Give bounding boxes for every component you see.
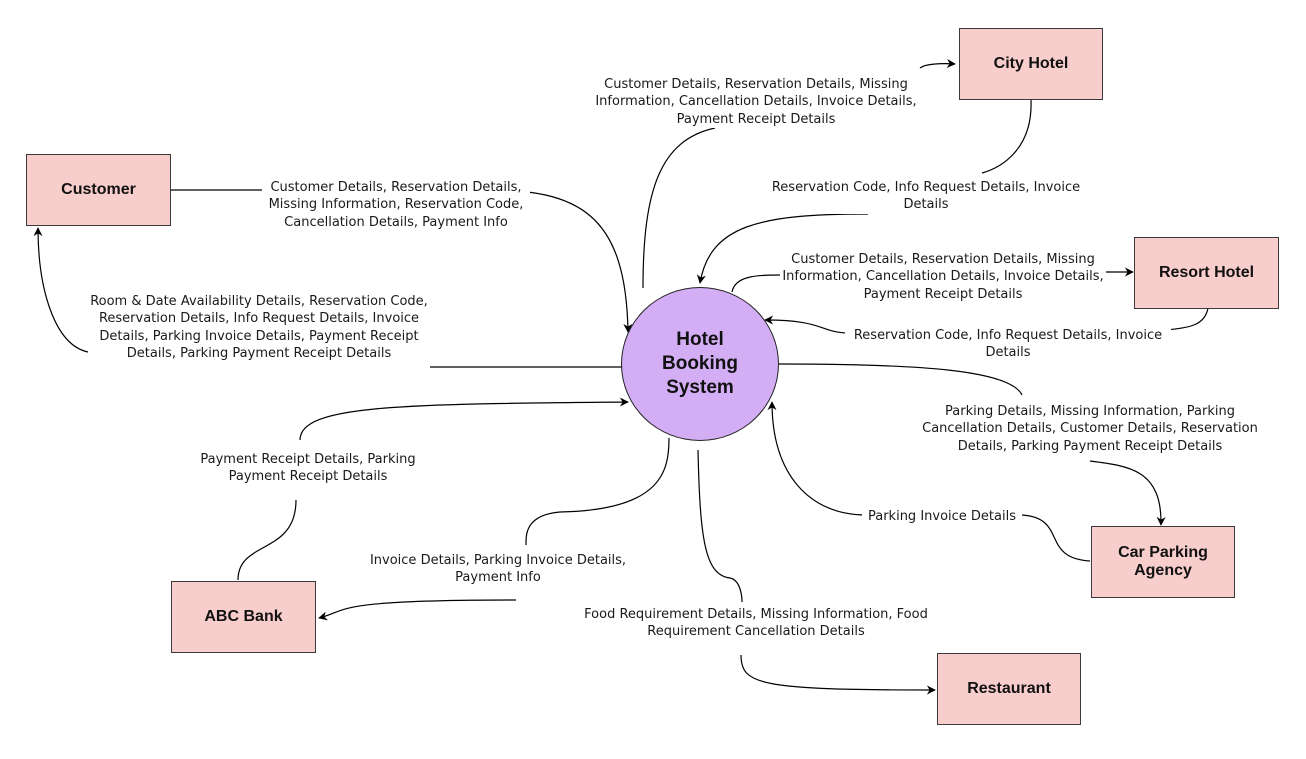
label-resort-hotel-to-system: Reservation Code, Info Request Details, …: [845, 327, 1171, 362]
label-system-to-customer: Room & Date Availability Details, Reserv…: [88, 293, 430, 363]
edge-car-parking-to-system: [772, 402, 1091, 562]
edge-system-to-customer: [38, 228, 622, 368]
edge-city-hotel-to-system: [700, 99, 1032, 283]
restaurant-entity[interactable]: Restaurant: [937, 653, 1081, 725]
abc-bank-entity[interactable]: ABC Bank: [171, 581, 316, 653]
resort-hotel-entity[interactable]: Resort Hotel: [1134, 237, 1279, 309]
city-hotel-entity[interactable]: City Hotel: [959, 28, 1103, 100]
hotel-booking-system-process[interactable]: Hotel Booking System: [621, 287, 779, 441]
label-system-to-bank: Invoice Details, Parking Invoice Details…: [362, 552, 634, 587]
label-system-to-restaurant: Food Requirement Details, Missing Inform…: [578, 606, 934, 641]
label-bank-to-system: Payment Receipt Details, Parking Payment…: [196, 451, 420, 486]
edge-system-to-restaurant: [697, 449, 935, 690]
edge-bank-to-system: [237, 402, 628, 581]
car-parking-agency-entity[interactable]: Car Parking Agency: [1091, 526, 1235, 598]
edge-system-to-car-parking: [778, 363, 1161, 525]
label-customer-to-system: Customer Details, Reservation Details, M…: [262, 179, 530, 231]
label-system-to-city-hotel: Customer Details, Reservation Details, M…: [592, 76, 920, 128]
label-city-hotel-to-system: Reservation Code, Info Request Details, …: [762, 179, 1090, 214]
edge-system-to-city-hotel: [642, 64, 955, 289]
label-system-to-resort-hotel: Customer Details, Reservation Details, M…: [780, 251, 1106, 303]
edge-system-to-bank: [319, 437, 670, 618]
customer-entity[interactable]: Customer: [26, 154, 171, 226]
label-system-to-car-parking: Parking Details, Missing Information, Pa…: [918, 403, 1262, 455]
label-car-parking-to-system: Parking Invoice Details: [862, 508, 1022, 526]
